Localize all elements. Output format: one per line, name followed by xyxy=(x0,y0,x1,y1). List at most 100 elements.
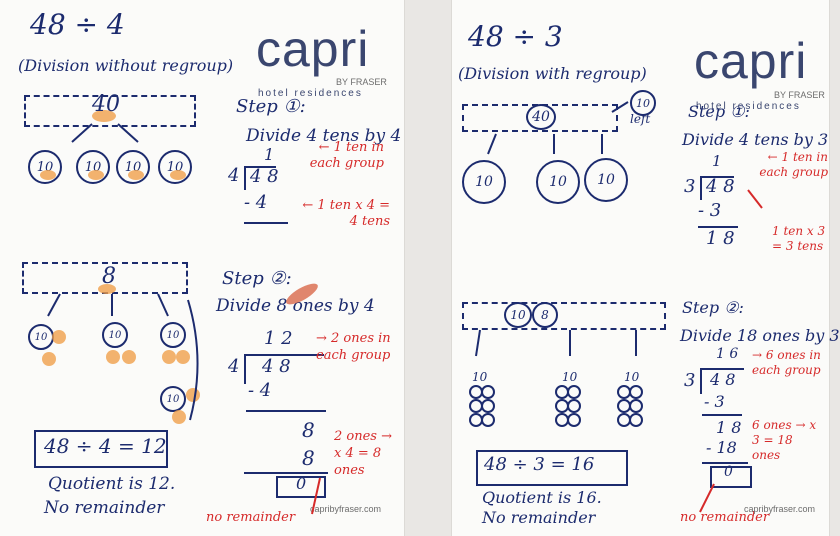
arrow-line xyxy=(157,293,169,317)
right-left-circle: 10 xyxy=(630,90,656,116)
right-note3: → 6 ones in each group xyxy=(752,348,821,377)
right-step1-text: Divide 4 tens by 3 xyxy=(682,130,829,149)
left-result: 48 ÷ 4 = 12 xyxy=(44,434,167,458)
right-step2-text: Divide 18 ones by 3 xyxy=(680,326,840,345)
right-group-label: 10 xyxy=(624,370,640,384)
arrow-line xyxy=(487,133,497,155)
arrow-line xyxy=(747,189,763,209)
right-ones-a: 10 xyxy=(510,308,526,322)
right-bracket-top xyxy=(700,368,744,370)
right-ones-circle-b: 8 xyxy=(532,302,558,328)
left-bracket-side xyxy=(244,354,246,384)
right-bracket-side xyxy=(700,176,702,200)
left-note3: → 2 ones in each group xyxy=(316,331,391,363)
right-note4: 6 ones → x 3 = 18 ones xyxy=(752,418,817,462)
left-ten-circle: 10 xyxy=(160,386,186,412)
left-orange-mark xyxy=(42,352,56,366)
ones-circle xyxy=(629,399,643,413)
right-subtitle: (Division with regroup) xyxy=(458,64,647,83)
left-minus2: - 4 xyxy=(248,380,272,401)
left-step1: Step ①: xyxy=(236,96,306,117)
left-orange-mark xyxy=(162,350,176,364)
right-group-label: 10 xyxy=(472,370,488,384)
right-dividend: 4 8 xyxy=(706,176,735,197)
left-zero-box xyxy=(276,476,326,498)
left-q2: 1 2 xyxy=(264,328,293,349)
ones-circle xyxy=(567,385,581,399)
right-zero: 0 xyxy=(724,464,733,480)
ones-circle xyxy=(469,413,483,427)
right-group-label: 10 xyxy=(562,370,578,384)
right-ones-box xyxy=(462,302,666,330)
right-left-value: 10 xyxy=(636,96,650,110)
right-minus: - 3 xyxy=(698,200,722,221)
right-ten-label: 10 xyxy=(597,172,615,188)
right-zero-box xyxy=(710,466,752,488)
left-q1: 1 xyxy=(264,145,275,164)
left-orange-mark xyxy=(122,350,136,364)
left-orange-mark xyxy=(176,350,190,364)
left-no-remainder: no remainder xyxy=(206,510,296,525)
left-divisor2: 4 xyxy=(228,356,240,377)
right-left-text: left xyxy=(630,112,651,126)
left-ones-value: 8 xyxy=(102,264,116,289)
left-note1: ← 1 ten in each group xyxy=(309,140,384,171)
left-tens-value: 40 xyxy=(92,92,120,117)
left-logo: capri xyxy=(256,21,370,77)
right-worksheet: 48 ÷ 3 (Division with regroup) capri BY … xyxy=(452,0,840,536)
left-ten-circle: 10 xyxy=(160,322,186,348)
arrow-line xyxy=(47,293,61,317)
right-ones-circle-a: 10 xyxy=(504,302,532,328)
ones-circle xyxy=(617,399,631,413)
ones-circle xyxy=(617,413,631,427)
right-18: 1 8 xyxy=(716,418,742,437)
right-note1: ← 1 ten in each group xyxy=(759,150,828,179)
arrow-line xyxy=(699,483,715,513)
left-orange-mark xyxy=(186,388,200,402)
right-bracket-top xyxy=(700,176,734,178)
left-orange-mark xyxy=(92,110,116,122)
left-problem: 48 ÷ 4 xyxy=(30,8,125,41)
left-logo-small: BY FRASER xyxy=(336,77,387,87)
left-note2: ← 1 ten x 4 = 4 tens xyxy=(302,198,390,229)
arrow-line xyxy=(187,299,199,421)
right-tens-circle: 40 xyxy=(526,104,556,130)
right-logo-small: BY FRASER xyxy=(774,90,825,100)
left-divisor: 4 xyxy=(228,165,240,186)
left-ten-circle: 10 xyxy=(102,322,128,348)
ones-circle xyxy=(567,413,581,427)
right-dividend2: 4 8 xyxy=(710,370,736,389)
left-dividend2: 4 8 xyxy=(262,356,291,377)
right-ten-label: 10 xyxy=(549,174,567,190)
left-orange-mark xyxy=(88,170,104,180)
right-step2: Step ②: xyxy=(682,298,744,317)
left-step2-text: Divide 8 ones by 4 xyxy=(216,296,375,316)
right-ten-circle: 10 xyxy=(536,160,580,204)
left-note4: 2 ones → x 4 = 8 ones xyxy=(334,429,392,478)
left-sub-line xyxy=(246,410,326,412)
left-orange-mark xyxy=(106,350,120,364)
right-sub-line xyxy=(702,414,742,416)
left-remainder: No remainder xyxy=(44,498,165,518)
ones-circle xyxy=(555,399,569,413)
left-sub-line xyxy=(244,472,328,474)
left-subtitle: (Division without regroup) xyxy=(18,56,234,75)
right-m18: - 18 xyxy=(706,438,737,457)
ones-circle xyxy=(555,413,569,427)
right-eighteen: 1 8 xyxy=(706,228,735,249)
left-dividend: 4 8 xyxy=(250,166,279,187)
ones-circle xyxy=(469,399,483,413)
left-orange-mark xyxy=(52,330,66,344)
left-minus: - 4 xyxy=(244,192,268,213)
left-quotient: Quotient is 12. xyxy=(48,474,176,494)
left-bracket-side xyxy=(244,166,246,190)
right-sub-line xyxy=(702,462,748,464)
right-logo: capri xyxy=(694,33,808,89)
left-sub-line xyxy=(244,222,288,224)
right-note2: 1 ten x 3 = 3 tens xyxy=(772,224,826,253)
left-orange-mark xyxy=(40,170,56,180)
left-result-box xyxy=(34,430,168,468)
left-orange-mark xyxy=(98,284,116,294)
left-zero: 0 xyxy=(296,474,307,493)
right-site: capribyfraser.com xyxy=(744,504,816,514)
